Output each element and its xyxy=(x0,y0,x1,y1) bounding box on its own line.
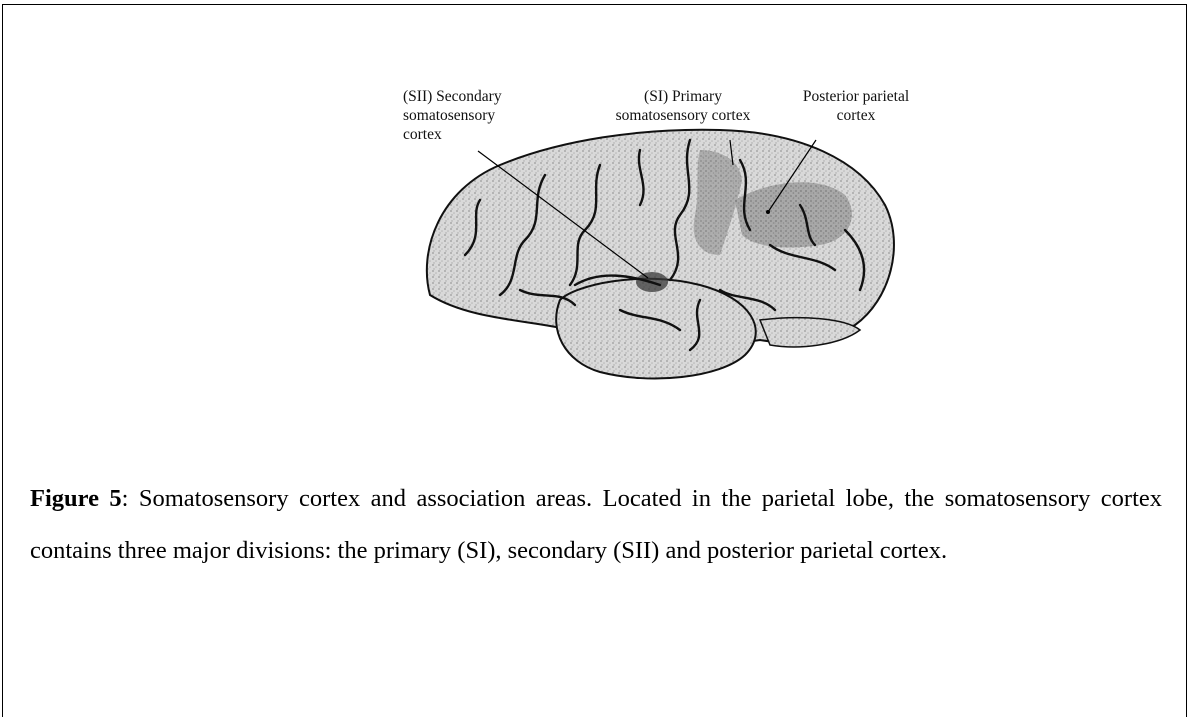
leader-lines xyxy=(477,139,817,279)
caption-text: : Somatosensory cortex and association a… xyxy=(30,485,1162,564)
figure-frame xyxy=(2,4,1187,717)
figure-number: Figure 5 xyxy=(30,485,122,512)
label-primary-somatosensory: (SI) Primary somatosensory cortex xyxy=(615,88,751,124)
label-posterior-parietal: Posterior parietal cortex xyxy=(802,88,910,124)
label-secondary-somatosensory: (SII) Secondary somatosensory cortex xyxy=(403,88,502,143)
figure-area: (SII) Secondary somatosensory cortex (SI… xyxy=(403,88,910,380)
primary-somatosensory-region xyxy=(693,150,742,255)
cerebellum xyxy=(758,316,862,348)
sulci xyxy=(463,138,866,352)
brain-illustration xyxy=(425,128,895,380)
figure-caption: Figure 5: Somatosensory cortex and assoc… xyxy=(30,473,1162,577)
posterior-parietal-region xyxy=(735,182,852,248)
